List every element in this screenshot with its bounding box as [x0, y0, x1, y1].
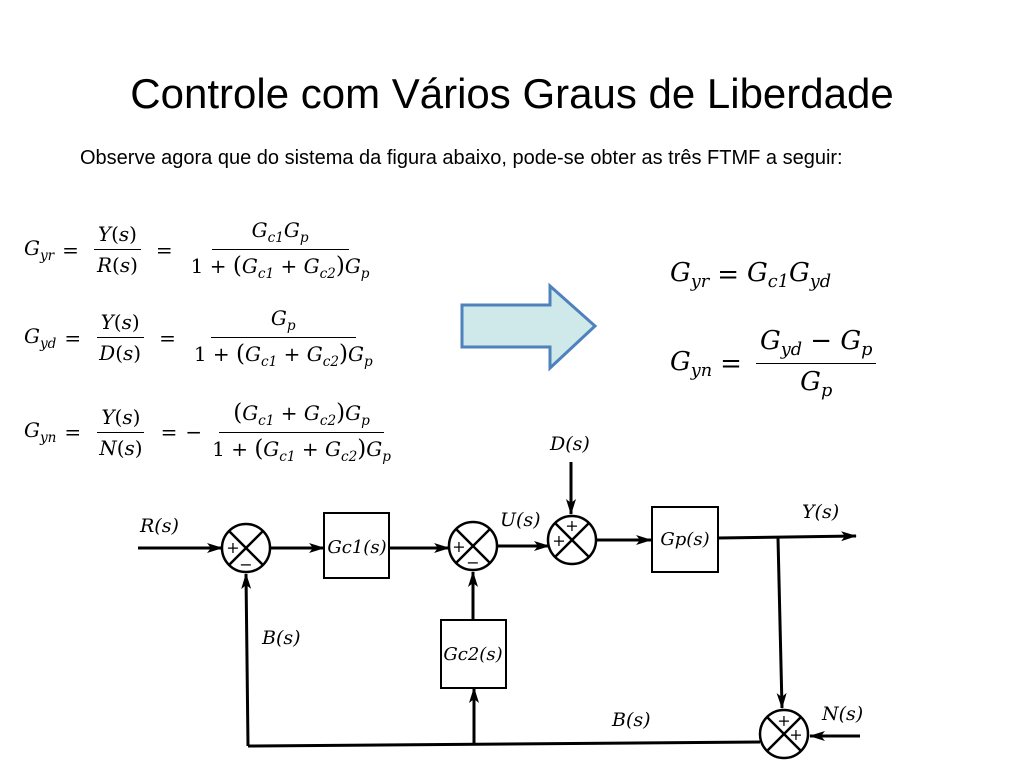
signal-b-bottom-label: B(s)	[611, 709, 651, 731]
equation-gyn: Gyn = Y(s) N(s) = − (Gc1 + Gc2)Gp 1 + (G…	[24, 400, 401, 465]
equation-result-gyn: Gyn = Gyd − Gp Gp	[670, 326, 882, 401]
signal-u-label: U(s)	[500, 509, 541, 531]
sum3-plus-top: +	[565, 516, 578, 535]
wire-y-out	[717, 531, 857, 542]
sum2-minus: −	[466, 553, 479, 572]
signal-d-label: D(s)	[549, 433, 590, 455]
signal-n-label: N(s)	[821, 703, 863, 725]
sum2-plus: +	[452, 537, 465, 556]
summing-junction-2	[447, 520, 499, 572]
eq-gyn-lhs: Gyn	[24, 418, 57, 447]
eq-gyr-lhs: Gyr	[24, 235, 55, 264]
equation-result-gyr: Gyr = Gc1Gyd	[670, 258, 832, 293]
sum4-plus-top: +	[777, 711, 790, 730]
eq-gyr-ratio: Y(s) R(s)	[93, 222, 142, 277]
sum3-plus-left: +	[552, 531, 565, 550]
eq-gyn-rhs: (Gc1 + Gc2)Gp 1 + (Gc1 + Gc2)Gp	[212, 400, 391, 465]
block-gc1-label: Gc1(s)	[327, 537, 386, 558]
block-gc2-label: Gc2(s)	[443, 644, 502, 665]
equation-gyr: Gyr = Y(s) R(s) = Gc1Gp 1 + (Gc1 + Gc2)G…	[24, 218, 380, 282]
signal-r-label: R(s)	[139, 515, 179, 537]
intro-text: Observe agora que do sistema da figura a…	[80, 147, 843, 169]
equation-gyd: Gyd = Y(s) D(s) = Gp 1 + (Gc1 + Gc2)Gp	[24, 306, 383, 370]
block-gc2	[440, 619, 507, 689]
signal-y-label: Y(s)	[802, 501, 839, 523]
eq-gyr-rhs: Gc1Gp 1 + (Gc1 + Gc2)Gp	[190, 218, 370, 282]
wire-b-bottom	[247, 740, 761, 748]
eq-gyd-ratio: Y(s) D(s)	[95, 310, 145, 365]
right-arrow-icon	[460, 282, 598, 372]
summing-junction-4	[758, 708, 810, 760]
eq-gyn-ratio: Y(s) N(s)	[97, 404, 145, 460]
summing-junction-1	[220, 522, 272, 574]
block-gp	[651, 506, 719, 573]
eq-gyd-rhs: Gp 1 + (Gc1 + Gc2)Gp	[193, 306, 373, 370]
sum1-plus: +	[226, 538, 239, 557]
slide-title: Controle com Vários Graus de Liberdade	[130, 70, 894, 117]
eq-gyd-lhs: Gyd	[24, 323, 57, 352]
block-gc1	[323, 512, 390, 579]
sum4-plus-right: +	[789, 725, 802, 744]
wire-y-tap	[776, 537, 787, 709]
signal-b-left-label: B(s)	[261, 627, 301, 649]
wire-b-left	[241, 573, 252, 747]
block-gp-label: Gp(s)	[660, 529, 709, 550]
summing-junction-3	[546, 514, 598, 566]
sum1-minus: −	[239, 555, 252, 574]
